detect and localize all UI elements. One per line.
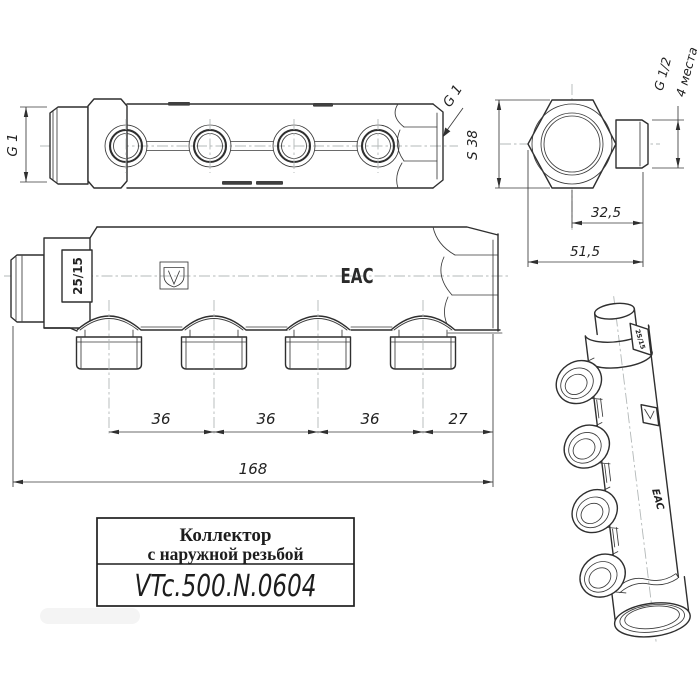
front-ports <box>75 300 457 436</box>
dim-g1-right: G 1 <box>440 82 466 137</box>
hex-size-label: S 38 <box>465 130 481 160</box>
dim-g1-left: G 1 <box>5 106 47 183</box>
logo-v-glyph <box>168 270 180 286</box>
dim-32-5: 32,5 <box>571 172 644 267</box>
end-outlet-port <box>615 119 649 169</box>
iso-ports <box>555 357 627 598</box>
dim-overall-width: 51,5 <box>570 244 600 260</box>
scan-smudge <box>40 608 140 624</box>
side-collar <box>87 98 128 189</box>
iso-logo-plate <box>640 403 660 427</box>
thread-label-right: G 1 <box>440 82 466 110</box>
front-nut-end <box>432 226 503 334</box>
end-view: S 38 G 1/2 4 места 32,5 51,5 <box>465 45 700 267</box>
front-marking-plate <box>61 249 93 303</box>
article-number: VTc.500.N.0604 <box>135 569 317 604</box>
dim-51-5: 51,5 <box>527 150 643 267</box>
iso-view: 25/15 EAC <box>555 296 691 645</box>
dim-center-to-face: 32,5 <box>591 205 621 221</box>
title-block-frame <box>96 517 355 607</box>
front-marking-label: 25/15 <box>71 257 85 295</box>
dim-row-spacing: 36 36 36 27 <box>109 334 494 487</box>
dim-total-length: 168 <box>12 326 493 487</box>
product-name-line2: с наружной резьбой <box>147 544 303 564</box>
front-view: 25/15 EAC <box>4 226 508 487</box>
thread-label-left: G 1 <box>5 133 21 156</box>
side-view: G 1 G 1 <box>5 82 466 189</box>
product-name-line1: Коллектор <box>180 525 272 546</box>
cast-marks <box>168 102 333 185</box>
side-nut-end <box>432 103 444 189</box>
side-port-circles <box>104 119 400 173</box>
outlet-places-label: 4 места <box>673 45 700 98</box>
side-thread-end <box>49 106 89 185</box>
iso-eac-mark: EAC <box>649 488 665 512</box>
dim-g12: G 1/2 4 места <box>651 45 700 169</box>
dim-spacing-1: 36 <box>151 410 170 428</box>
dim-spacing-3: 36 <box>360 410 379 428</box>
dim-total-label: 168 <box>239 460 268 478</box>
dim-s38: S 38 <box>465 99 550 189</box>
front-body-top <box>96 226 499 236</box>
brand-logo <box>159 261 189 290</box>
title-block: Коллектор с наружной резьбой VTc.500.N.0… <box>40 517 355 624</box>
iso-marking-plate <box>629 322 652 356</box>
outlet-thread-label: G 1/2 <box>651 56 674 93</box>
eac-mark: EAC <box>341 264 374 288</box>
dim-spacing-2: 36 <box>256 410 275 428</box>
front-body-bottom <box>43 327 501 332</box>
iso-logo-v-glyph <box>644 408 655 420</box>
dim-end-offset: 27 <box>448 410 468 428</box>
